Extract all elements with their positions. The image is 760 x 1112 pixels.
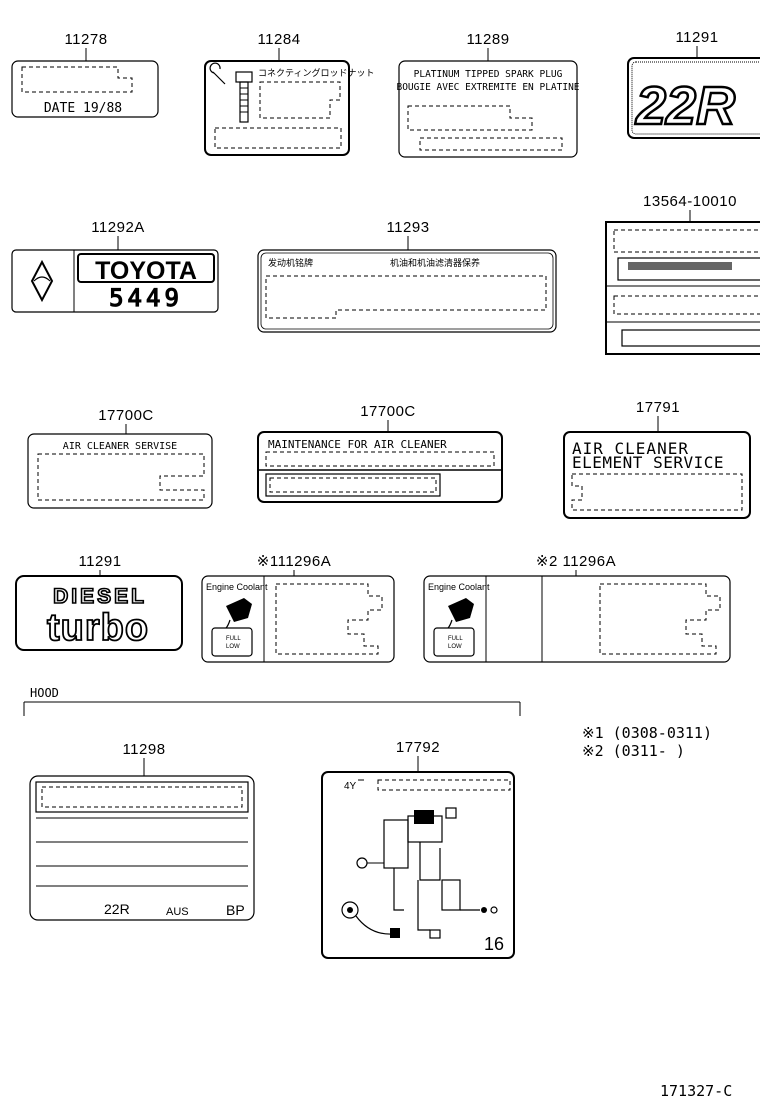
part-number-11293: 11293 (386, 219, 429, 236)
label-111296a-outline (201, 575, 395, 663)
maintenance-air-cleaner-text: MAINTENANCE FOR AIR CLEANER (268, 438, 447, 451)
coolant-bottle-icon-2 (433, 598, 475, 657)
part-number-17700c-1: 17700C (98, 407, 154, 424)
part-number-11284: 11284 (257, 31, 300, 48)
part-number-13564-10010: 13564-10010 (643, 193, 737, 210)
footnote-2: ※2 (0311- ) (582, 742, 685, 760)
hood-label: HOOD (30, 686, 59, 700)
diamond-emblem-icon (30, 259, 54, 303)
jp-text-11284: コネクティングロッドナット (258, 67, 374, 78)
label-17700c-2-outline (257, 431, 503, 503)
part-17792[interactable]: 17792 4Y 16 (321, 739, 515, 959)
toyota-number: 5449 (109, 284, 183, 312)
part-11291-diesel-turbo[interactable]: 11291 DIESEL turbo (15, 553, 183, 651)
part-13564-10010[interactable]: 13564-10010 (605, 193, 760, 355)
cn-left-11293: 发动机铭牌 (268, 257, 313, 268)
label-11293-outline (257, 249, 557, 333)
vac-label-16: 16 (484, 934, 504, 954)
label-22r: 22R (104, 901, 130, 917)
hood-group: HOOD (23, 686, 521, 716)
part-11278[interactable]: 11278 DATE 19/88 (11, 31, 159, 118)
spark-plug-fr: BOUGIE AVEC EXTREMITE EN PLATINE (396, 82, 579, 93)
label-17792-outline (321, 771, 515, 959)
vacuum-hose-diagram-icon (341, 807, 498, 939)
part-11289[interactable]: 11289 PLATINUM TIPPED SPARK PLUG BOUGIE … (396, 31, 580, 158)
label-17700c-1-outline (27, 433, 213, 509)
part-number-17700c-2: 17700C (360, 403, 416, 420)
engine-coolant-text-2: Engine Coolant (428, 582, 490, 592)
part-number-17792: 17792 (396, 739, 440, 756)
part-17700c-maintenance[interactable]: 17700C MAINTENANCE FOR AIR CLEANER (257, 403, 503, 503)
spark-plug-en: PLATINUM TIPPED SPARK PLUG (414, 69, 563, 80)
part-211296a[interactable]: ※2 11296A Engine Coolant FULL LOW (423, 553, 731, 663)
part-number-211296a: ※2 11296A (536, 553, 616, 570)
coolant-bottle-icon-1 (211, 598, 253, 657)
part-11284[interactable]: 11284 コネクティングロッドナット (204, 31, 374, 156)
part-11298[interactable]: 11298 22R AUS BP (29, 741, 255, 921)
label-11292a-outline (11, 249, 219, 313)
engine-22r-text: 22R (635, 76, 735, 136)
wrench-bolt-icon (209, 62, 253, 123)
part-11293[interactable]: 11293 发动机铭牌 机油和机油滤清器保养 (257, 219, 557, 333)
label-13564-outline (605, 221, 760, 355)
date-label: DATE 19/88 (44, 101, 122, 116)
label-11278-outline (11, 60, 159, 118)
footnote-1: ※1 (0308-0311) (582, 724, 712, 742)
part-11292a[interactable]: 11292A TOYOTA 5449 (11, 219, 219, 313)
turbo-text: turbo (47, 607, 149, 649)
label-11289-outline (398, 60, 578, 158)
full-mark-1: FULL (226, 636, 241, 642)
engine-coolant-text-1: Engine Coolant (206, 582, 268, 592)
label-aus: AUS (166, 906, 189, 918)
diesel-text: DIESEL (53, 585, 147, 608)
part-111296a[interactable]: ※111296A Engine Coolant FULL LOW (201, 553, 395, 663)
cn-right-11293: 机油和机油滤清器保养 (390, 257, 480, 268)
air-cleaner-line1: AIR CLEANER (572, 439, 689, 458)
label-211296a-outline (423, 575, 731, 663)
label-11284-outline (204, 60, 350, 156)
label-bp: BP (226, 902, 245, 918)
part-number-111296a: ※111296A (257, 553, 331, 570)
part-number-11291-b: 11291 (78, 553, 121, 570)
full-mark-2: FULL (448, 636, 463, 642)
part-number-11291-a: 11291 (675, 29, 718, 46)
footnotes: ※1 (0308-0311) ※2 (0311- ) (582, 724, 712, 760)
label-11291-outline (627, 57, 760, 139)
part-17700c-air-cleaner-servise[interactable]: 17700C AIR CLEANER SERVISE (27, 407, 213, 509)
part-number-11289: 11289 (466, 31, 509, 48)
part-number-11298: 11298 (122, 741, 165, 758)
part-number-11278: 11278 (64, 31, 107, 48)
label-17791-outline (563, 431, 751, 519)
label-11298-outline (29, 775, 255, 921)
part-17791[interactable]: 17791 AIR CLEANER ELEMENT SERVICE (563, 399, 751, 519)
vac-label-4y: 4Y (344, 781, 357, 792)
low-mark-2: LOW (448, 644, 462, 650)
toyota-text: TOYOTA (95, 257, 197, 285)
air-cleaner-servise-text: AIR CLEANER SERVISE (63, 441, 177, 452)
part-number-11292a: 11292A (91, 219, 145, 236)
low-mark-1: LOW (226, 644, 240, 650)
part-11291-22r[interactable]: 11291 22R (627, 29, 760, 139)
label-11291-diesel-outline (15, 575, 183, 651)
diagram-id: 171327-C (660, 1082, 732, 1100)
air-cleaner-line2: ELEMENT SERVICE (572, 453, 724, 472)
part-number-17791: 17791 (636, 399, 680, 416)
